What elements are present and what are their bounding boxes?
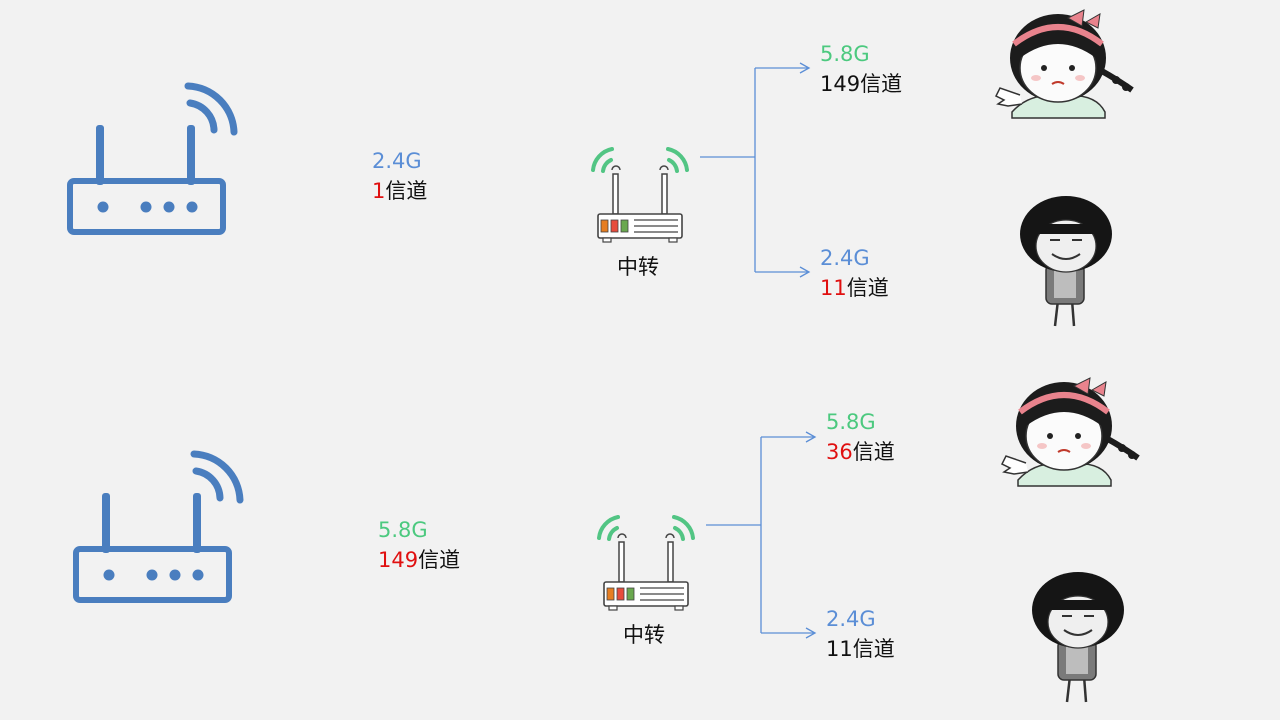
channel-suffix: 信道 [385,179,428,203]
main-router-icon [70,86,234,232]
client-label: 5.8G 149信道 [820,39,902,99]
client-label: 2.4G 11信道 [820,243,889,303]
client-label: 5.8G 36信道 [826,407,895,467]
uplink-label: 2.4G 1信道 [372,146,427,206]
relay-router-icon [591,147,689,244]
boy-avatar-icon [1030,570,1126,704]
client-label: 2.4G 11信道 [826,604,895,664]
channel-number: 11 [820,276,847,300]
channel-suffix: 信道 [846,276,889,300]
channel-number: 11 [826,637,853,661]
main-router-icon [76,454,240,600]
band-text: 2.4G [372,149,422,173]
boy-avatar-icon [1018,194,1114,328]
relay-label: 中转 [617,255,659,279]
channel-suffix: 信道 [860,72,903,96]
uplink-label: 5.8G 149信道 [378,515,460,575]
branch-lines [706,431,817,639]
channel-number: 149 [820,72,861,96]
channel-suffix: 信道 [852,440,895,464]
channel-number: 149 [378,548,419,572]
band-text: 2.4G [826,607,876,631]
channel-suffix: 信道 [852,637,895,661]
girl-avatar-icon [996,10,1132,118]
relay-label: 中转 [623,623,665,647]
band-text: 5.8G [820,42,870,66]
relay-router-icon [597,515,695,612]
branch-lines [700,62,811,278]
girl-avatar-icon [1002,378,1138,486]
channel-number: 1 [372,179,386,203]
channel-suffix: 信道 [418,548,461,572]
band-text: 2.4G [820,246,870,270]
band-text: 5.8G [378,518,428,542]
band-text: 5.8G [826,410,876,434]
channel-number: 36 [826,440,853,464]
